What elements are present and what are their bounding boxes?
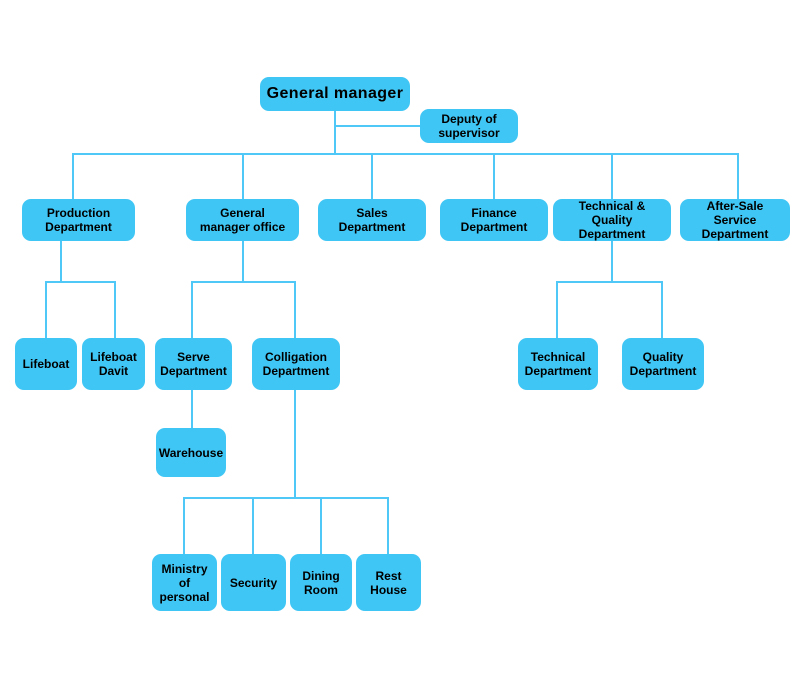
node-quality-department[interactable]: Quality Department — [622, 338, 704, 390]
connector-colligation-stem — [294, 390, 296, 498]
node-rest-house[interactable]: Rest House — [356, 554, 421, 611]
connector-production-stem — [60, 241, 62, 281]
connector-gm-to-deputy — [334, 125, 422, 127]
connector-serve-to-warehouse — [191, 390, 193, 429]
connector-colligation-bus — [183, 497, 388, 499]
node-dining-room[interactable]: Dining Room — [290, 554, 352, 611]
connector-production-bus — [45, 281, 116, 283]
connector-drop-production — [72, 153, 74, 200]
connector-drop-after-sale — [737, 153, 739, 200]
connector-drop-serve — [191, 281, 193, 339]
node-ministry-of-personal[interactable]: Ministry of personal — [152, 554, 217, 611]
connector-drop-rest-house — [387, 497, 389, 555]
node-serve-department[interactable]: Serve Department — [155, 338, 232, 390]
connector-gm-office-stem — [242, 241, 244, 281]
connector-techqual-stem — [611, 241, 613, 281]
node-finance-department[interactable]: Finance Department — [440, 199, 548, 241]
connector-drop-finance — [493, 153, 495, 200]
node-colligation-department[interactable]: Colligation Department — [252, 338, 340, 390]
node-security[interactable]: Security — [221, 554, 286, 611]
node-general-manager[interactable]: General manager — [260, 77, 410, 111]
connector-drop-technical-quality — [611, 153, 613, 200]
connector-drop-gm-office — [242, 153, 244, 200]
connector-drop-security — [252, 497, 254, 555]
node-technical-quality-department[interactable]: Technical & Quality Department — [553, 199, 671, 241]
connector-techqual-bus — [556, 281, 663, 283]
connector-drop-quality — [661, 281, 663, 339]
connector-drop-dining — [320, 497, 322, 555]
connector-drop-lifeboat-davit — [114, 281, 116, 339]
node-after-sale-service-department[interactable]: After-Sale Service Department — [680, 199, 790, 241]
node-lifeboat-davit[interactable]: Lifeboat Davit — [82, 338, 145, 390]
node-sales-department[interactable]: Sales Department — [318, 199, 426, 241]
connector-gm-stem — [334, 110, 336, 154]
connector-level2-bus — [72, 153, 739, 155]
connector-drop-ministry — [183, 497, 185, 555]
connector-drop-sales — [371, 153, 373, 200]
node-technical-department[interactable]: Technical Department — [518, 338, 598, 390]
connector-drop-lifeboat — [45, 281, 47, 339]
node-warehouse[interactable]: Warehouse — [156, 428, 226, 477]
node-general-manager-office[interactable]: General manager office — [186, 199, 299, 241]
node-production-department[interactable]: Production Department — [22, 199, 135, 241]
connector-gm-office-bus — [191, 281, 296, 283]
connector-drop-technical — [556, 281, 558, 339]
node-lifeboat[interactable]: Lifeboat — [15, 338, 77, 390]
connector-drop-colligation — [294, 281, 296, 339]
node-deputy-of-supervisor[interactable]: Deputy of supervisor — [420, 109, 518, 143]
